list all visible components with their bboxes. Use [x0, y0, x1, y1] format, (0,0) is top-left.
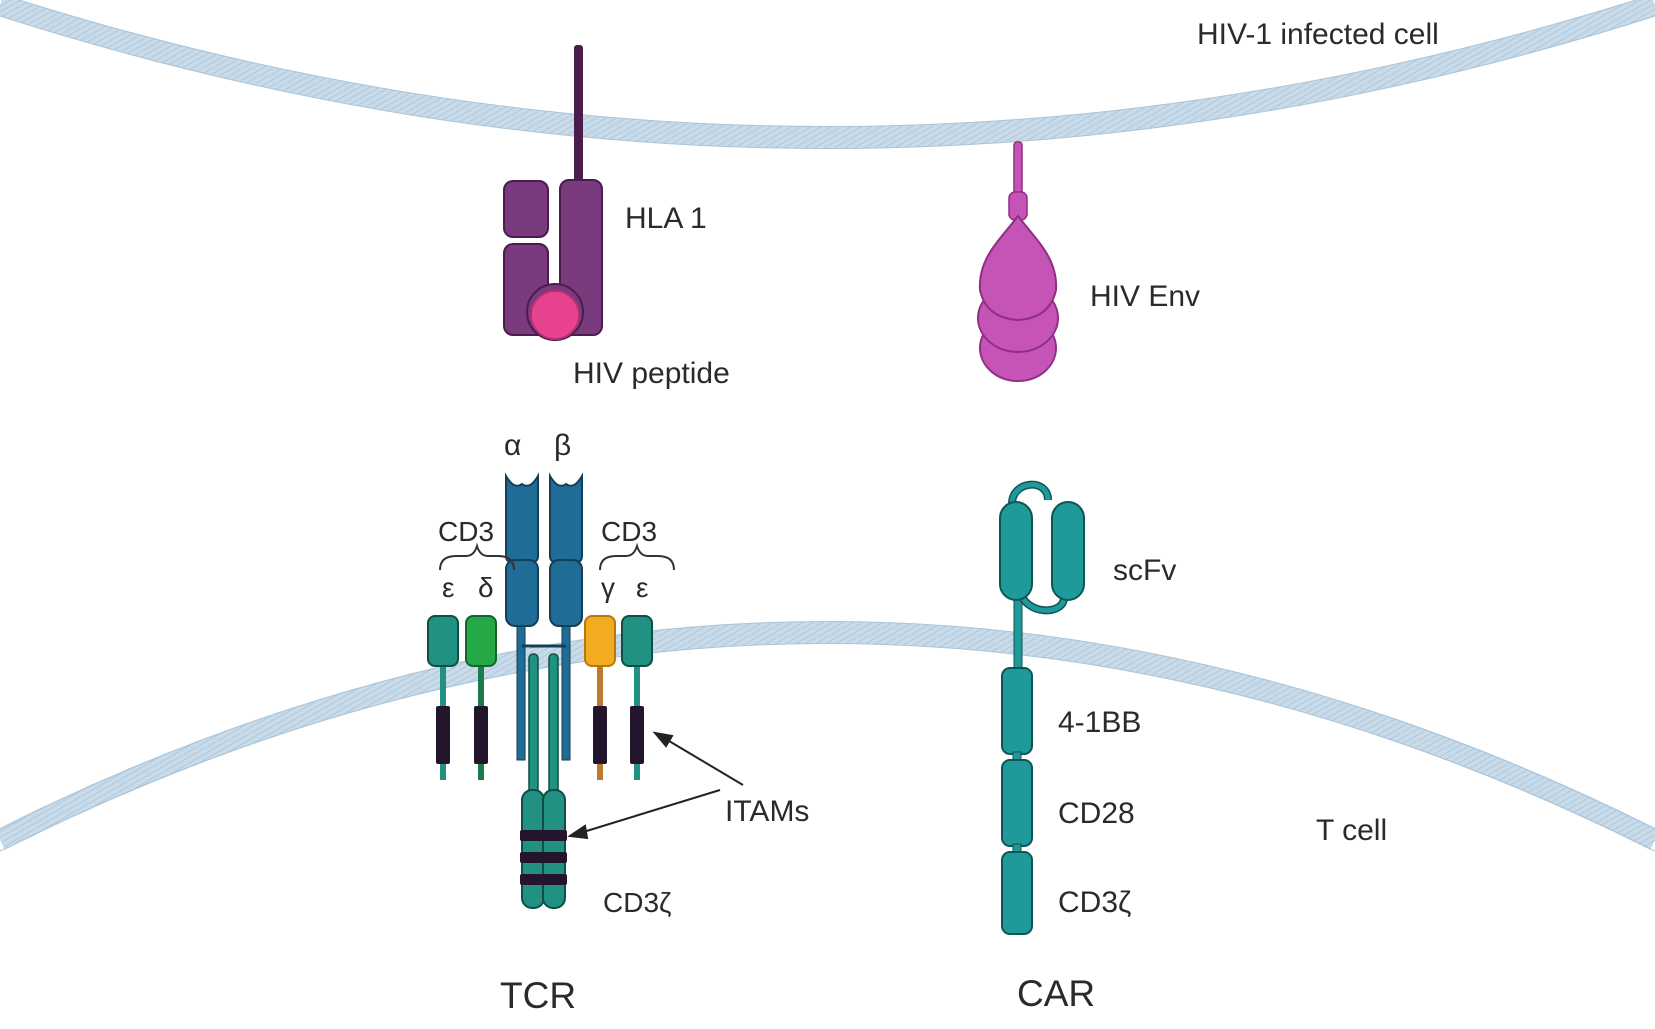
beta-label: β: [554, 429, 571, 462]
cd3-left-label: CD3: [438, 516, 494, 547]
cd3-zeta-dimer: [520, 653, 567, 909]
41bb-label: 4-1BB: [1058, 706, 1141, 739]
car-cd28-domain: [1001, 759, 1033, 847]
car-construct: [999, 480, 1085, 935]
hiv-env-protein: [977, 141, 1059, 382]
itam-arrows: [567, 731, 744, 840]
cd3-epsilon-left: [427, 615, 459, 780]
itam-block: [593, 706, 607, 764]
tcr-beta-chain: [549, 472, 583, 627]
car-cd3zeta-domain: [1001, 851, 1033, 935]
scfv-vl-domain: [1051, 501, 1085, 601]
alpha-label: α: [504, 429, 521, 462]
itam-block: [474, 706, 488, 764]
hiv-env-label: HIV Env: [1090, 280, 1200, 313]
t-cell-membrane: [0, 621, 1655, 852]
tcr-title: TCR: [500, 975, 576, 1016]
hla-1-molecule: [503, 45, 603, 341]
cd3zeta-car-label: CD3ζ: [1058, 886, 1131, 919]
scfv-label: scFv: [1113, 554, 1176, 587]
car-title: CAR: [1017, 973, 1095, 1014]
itam-block-zeta: [520, 830, 567, 885]
hiv-peptide-ball: [530, 290, 580, 340]
infected-cell-membrane: [0, 0, 1655, 149]
tcr-complex: [427, 472, 744, 909]
cd3-right-label: CD3: [601, 516, 657, 547]
cd3-delta: [465, 615, 497, 780]
delta-label: δ: [478, 572, 494, 603]
cd3-right-brace: [599, 542, 675, 571]
cd3-left-brace: [439, 542, 515, 571]
infected-cell-label: HIV-1 infected cell: [1197, 18, 1439, 51]
epsilon-right-label: ε: [636, 572, 648, 603]
cd3-gamma: [584, 615, 616, 780]
itam-block: [630, 706, 644, 764]
t-cell-label: T cell: [1316, 814, 1387, 847]
cd3-epsilon-right: [621, 615, 653, 780]
cd28-label: CD28: [1058, 797, 1135, 830]
itams-label: ITAMs: [725, 795, 809, 828]
cd3zeta-tcr-label: CD3ζ: [603, 887, 671, 918]
scfv-vh-domain: [999, 501, 1033, 601]
hiv-peptide-label: HIV peptide: [573, 357, 730, 390]
itam-block: [436, 706, 450, 764]
tcr-alpha-chain: [505, 472, 539, 627]
hla-label: HLA 1: [625, 202, 707, 235]
epsilon-left-label: ε: [442, 572, 454, 603]
car-41bb-domain: [1001, 667, 1033, 755]
gamma-label: γ: [601, 572, 615, 603]
